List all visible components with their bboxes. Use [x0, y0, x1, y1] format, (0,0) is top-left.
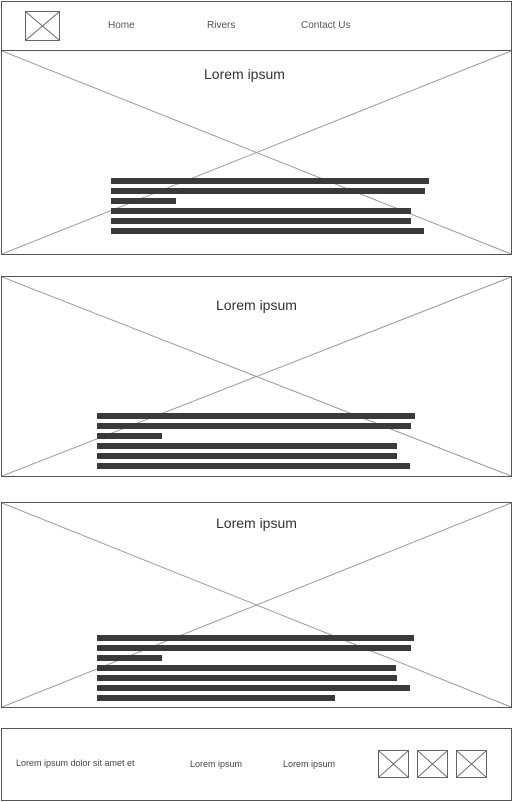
text-line: [97, 645, 411, 651]
section-title: Lorem ipsum: [204, 66, 285, 82]
nav-contact-us-link[interactable]: Contact Us: [301, 20, 351, 31]
text-line: [97, 423, 411, 429]
section-title: Lorem ipsum: [216, 515, 297, 531]
content-section-2: Lorem ipsum: [1, 276, 512, 477]
footer-link-1[interactable]: Lorem ipsum: [190, 759, 243, 769]
text-line: [97, 463, 410, 469]
section-image-placeholder-icon: [2, 277, 511, 476]
text-line: [111, 208, 411, 214]
text-line: [97, 655, 162, 661]
text-line: [97, 413, 415, 419]
nav-rivers-link[interactable]: Rivers: [207, 20, 236, 31]
text-line: [111, 198, 176, 204]
text-line: [111, 228, 424, 234]
header: Home Rivers Contact Us: [1, 1, 512, 51]
footer: Lorem ipsum dolor sit amet et Lorem ipsu…: [1, 728, 512, 801]
section-image-placeholder-icon: [2, 503, 511, 707]
section-title: Lorem ipsum: [216, 297, 297, 313]
social-image-placeholder-icon-2[interactable]: [417, 750, 448, 778]
text-line: [97, 635, 414, 641]
text-line: [111, 178, 429, 184]
text-line: [97, 453, 397, 459]
social-image-placeholder-icon-1[interactable]: [378, 750, 409, 778]
footer-link-2[interactable]: Lorem ipsum: [283, 759, 336, 769]
text-line: [97, 665, 396, 671]
logo-image-placeholder-icon[interactable]: [25, 11, 60, 41]
text-line: [97, 433, 162, 439]
nav-home-link[interactable]: Home: [108, 20, 135, 31]
text-line: [97, 685, 410, 691]
section-image-placeholder-icon: [2, 51, 511, 254]
social-image-placeholder-icon-3[interactable]: [456, 750, 487, 778]
text-line: [111, 218, 411, 224]
text-line: [97, 675, 397, 681]
footer-text: Lorem ipsum dolor sit amet et: [16, 758, 135, 768]
hero-section-1: Lorem ipsum: [1, 50, 512, 255]
text-line: [97, 443, 397, 449]
text-line: [111, 188, 425, 194]
content-section-3: Lorem ipsum: [1, 502, 512, 708]
text-line: [97, 695, 335, 701]
